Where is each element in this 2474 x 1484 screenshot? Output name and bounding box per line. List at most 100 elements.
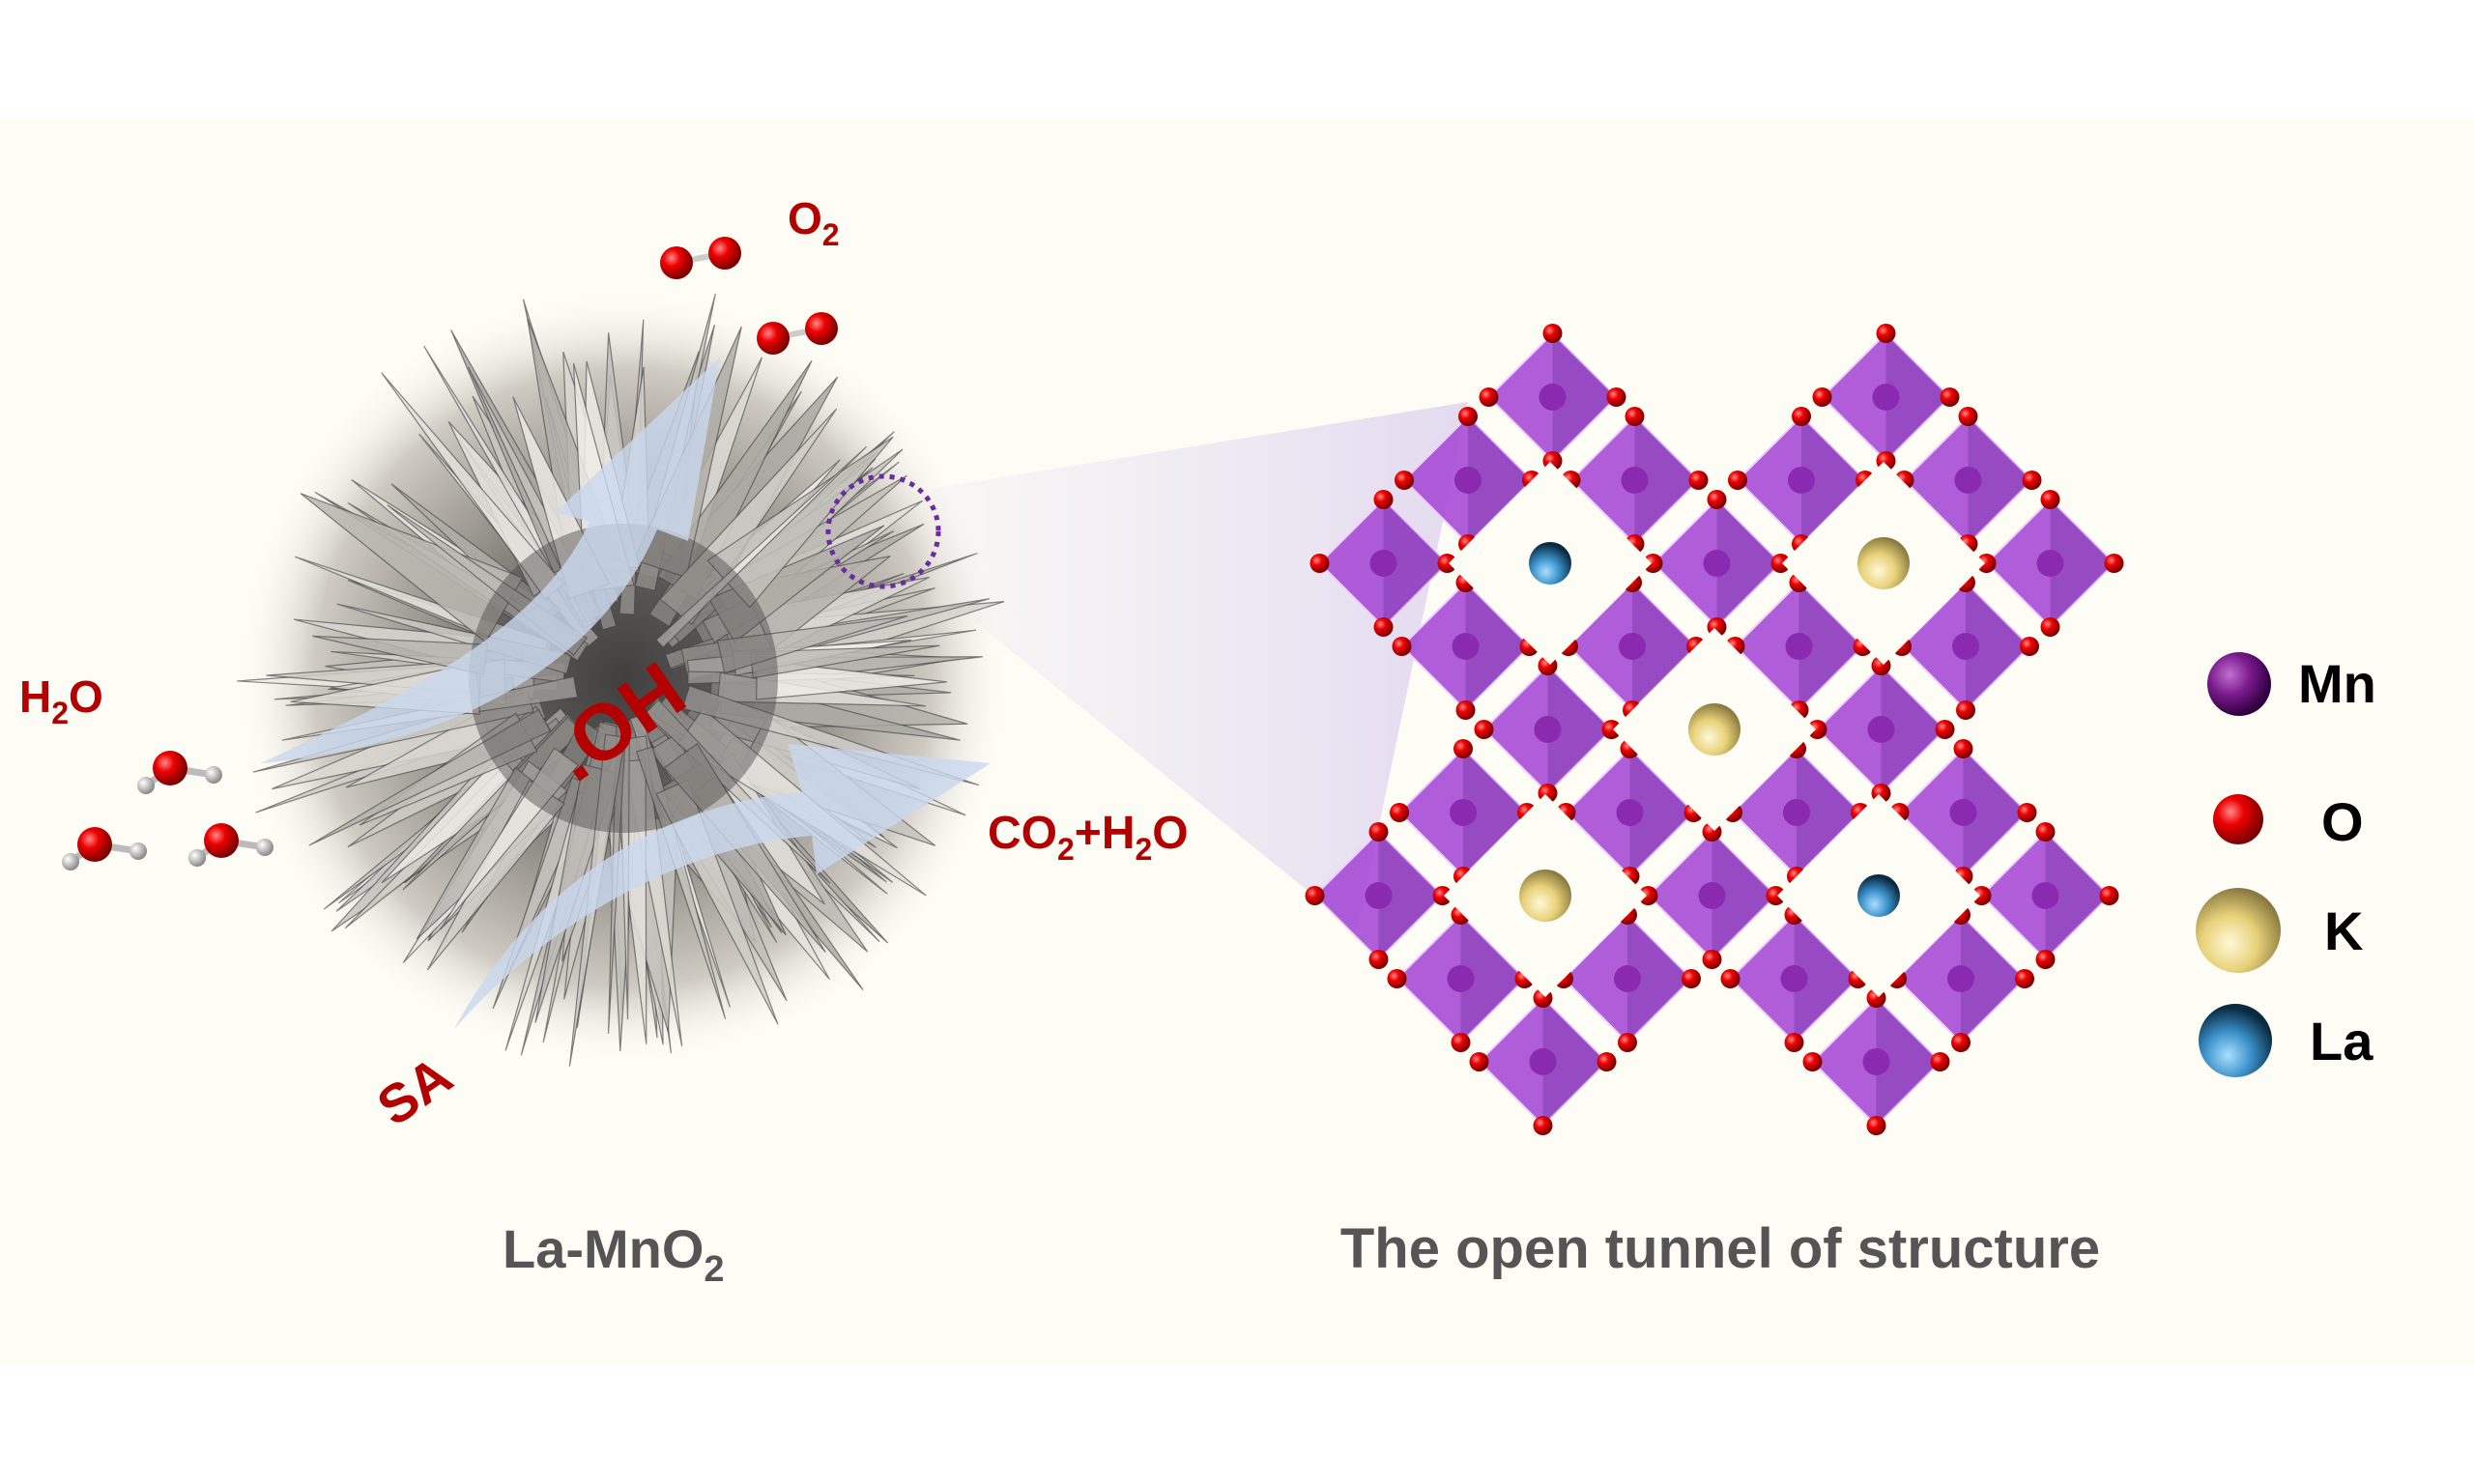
octahedron-shade — [1463, 749, 1527, 876]
mn-atom — [1365, 882, 1393, 909]
oxygen-atom — [1802, 1052, 1823, 1071]
legend-label-mn: Mn — [2298, 653, 2376, 714]
oxygen-atom — [1305, 886, 1325, 905]
dashed-zoom-circle — [825, 473, 941, 589]
oxygen-atom — [1373, 490, 1394, 509]
sa-label: SA — [366, 1044, 463, 1137]
oxygen-atom — [1474, 720, 1494, 739]
mn-atom — [1616, 799, 1644, 826]
mn-atom — [1619, 633, 1646, 660]
mn-atom — [1539, 384, 1567, 411]
octahedron-shade — [1716, 499, 1781, 627]
zoom-wedge — [931, 402, 1468, 930]
k-ion — [1519, 870, 1571, 922]
octahedron-shade — [1797, 749, 1860, 876]
oxygen-atom — [1866, 1116, 1886, 1135]
la-ion — [1529, 542, 1571, 585]
oxygen-atom — [2040, 490, 2060, 509]
oxygen-atom — [1638, 886, 1658, 905]
oxygen-atom — [77, 827, 112, 862]
mn-atom — [1369, 550, 1397, 577]
octahedron-shade — [1468, 416, 1532, 544]
octahedron-shade — [1876, 998, 1941, 1126]
oxygen-atom — [1770, 554, 1791, 573]
oxygen-atom — [1455, 700, 1476, 720]
oxygen-atom — [1728, 471, 1747, 490]
hydrogen-atom — [256, 839, 273, 856]
nanorod-spike — [707, 525, 885, 643]
oxygen-atom — [1542, 324, 1563, 343]
mn-atom — [1872, 384, 1900, 411]
oxygen-atom — [1707, 490, 1727, 509]
o2-label: O2 — [788, 193, 840, 252]
legend-label-la: La — [2310, 1011, 2373, 1071]
octahedron-shade — [1881, 666, 1945, 793]
octahedron-shade — [1963, 749, 2028, 876]
oxygen-atom — [1432, 886, 1453, 905]
oxygen-atom — [1956, 700, 1975, 720]
oxygen-atom — [1682, 969, 1701, 988]
mn-atom — [1867, 716, 1895, 743]
oxygen-atom — [2035, 822, 2056, 842]
lower-arrow — [454, 744, 991, 1029]
legend-label-k: K — [2324, 900, 2363, 961]
nanorod-spike — [706, 436, 894, 609]
octahedron-shade — [1627, 915, 1691, 1042]
oxygen-atom — [2035, 950, 2056, 969]
mn-atom — [1785, 633, 1813, 660]
oxygen-atom — [1392, 637, 1412, 656]
oxygen-atom — [1437, 554, 1457, 573]
oxygen-atom — [1766, 886, 1786, 905]
oxygen-atom — [1784, 1033, 1804, 1052]
oxygen-atom — [1453, 739, 1473, 758]
octahedron-shade — [1794, 915, 1858, 1042]
octahedron-shade — [1460, 915, 1525, 1042]
oxygen-atom — [1971, 886, 1992, 905]
k-ion — [1688, 703, 1740, 756]
oxygen-atom — [1390, 803, 1409, 822]
oxygen-atom — [1807, 720, 1827, 739]
mn-atom — [1954, 467, 1982, 494]
oxygen-atom — [1395, 471, 1414, 490]
oxygen-atom — [1601, 720, 1622, 739]
oxygen-atom — [1953, 739, 1973, 758]
oxygen-atom — [2099, 886, 2119, 905]
oxygen-atom — [1935, 720, 1955, 739]
oxygen-atom — [1451, 1033, 1471, 1052]
oxygen-atom — [153, 751, 187, 785]
octahedron-shade — [1552, 333, 1617, 461]
mn-atom — [1788, 467, 1815, 494]
structure-caption: The open tunnel of structure — [1340, 1217, 2100, 1280]
mn-atom — [1447, 965, 1475, 992]
oxygen-atom — [1688, 471, 1709, 490]
oxygen-atom — [1368, 950, 1389, 969]
hydrogen-atom — [137, 777, 155, 794]
oxygen-atom — [1643, 554, 1663, 573]
la-mno2-caption: La-MnO2 — [503, 1218, 725, 1290]
hydrogen-atom — [188, 849, 206, 867]
octahedron-shade — [1632, 583, 1696, 710]
oxygen-atom — [1606, 387, 1626, 407]
oxygen-atom — [1876, 324, 1896, 343]
oxygen-atom — [1533, 1116, 1553, 1135]
mn-atom — [2036, 550, 2064, 577]
nanorod-spike — [756, 659, 947, 700]
flow-arrows — [261, 357, 991, 1029]
oxygen-atom — [1792, 407, 1811, 426]
la-ion — [1857, 874, 1900, 917]
oxygen-atom — [2015, 969, 2034, 988]
oxygen-atom — [1702, 950, 1722, 969]
oxygen-atom — [1458, 407, 1478, 426]
oxygen-atom — [1597, 1052, 1617, 1071]
mno2-tunnel-structure — [1305, 324, 2124, 1135]
nanorod-spike — [308, 708, 552, 846]
oxygen-atom — [1387, 969, 1407, 988]
products-label: CO2+H2O — [988, 808, 1189, 867]
octahedron-shade — [1966, 583, 2029, 710]
oxygen-atom — [660, 246, 693, 279]
nanorod-spike — [655, 446, 867, 648]
octahedron-shade — [1629, 749, 1694, 876]
octahedron-shade — [1465, 583, 1530, 710]
mn-atom — [1529, 1048, 1557, 1075]
